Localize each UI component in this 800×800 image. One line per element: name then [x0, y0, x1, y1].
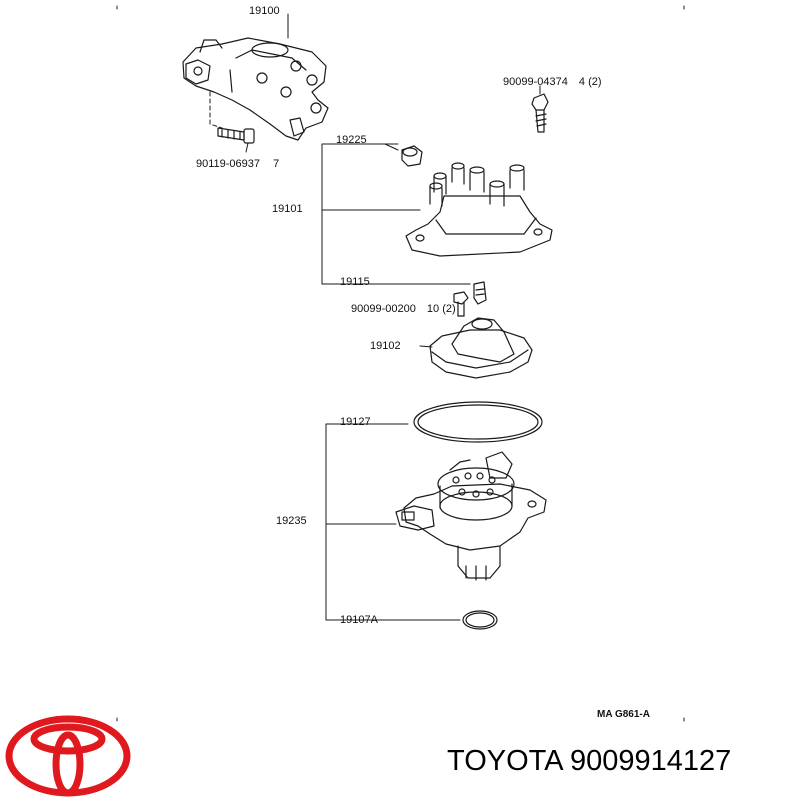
bolt-90119-06937-drawing: [217, 127, 255, 153]
bolt-90099-04374-drawing: [531, 85, 549, 133]
label-19107a: 19107A: [340, 614, 378, 626]
diagram-reference-code: MA G861-A: [597, 709, 650, 720]
label-screw-90099-00200: 90099-00200 10 (2): [351, 303, 456, 315]
label-bolt-90119-06937: 90119-06937 7: [196, 158, 279, 170]
label-bolt-90099-04374: 90099-04374 4 (2): [503, 76, 602, 88]
label-19127: 19127: [340, 416, 371, 428]
label-19101: 19101: [272, 203, 303, 215]
label-19100: 19100: [249, 5, 280, 17]
bolt-top-quantity: 4 (2): [578, 76, 602, 88]
bolt-top-part-number: 90099-04374: [503, 76, 568, 88]
screw-90099-00200-drawing: [453, 291, 469, 317]
assembly-leader-dashed: [209, 91, 223, 129]
screw-quantity: 10 (2): [426, 303, 456, 315]
bolt-left-quantity: 7: [273, 158, 280, 170]
housing-19235-drawing: [395, 451, 547, 581]
label-19235: 19235: [276, 515, 307, 527]
grommet-19225-drawing: [401, 145, 423, 167]
screw-part-number: 90099-00200: [351, 303, 416, 315]
toyota-logo: [5, 715, 131, 797]
label-19115: 19115: [340, 276, 370, 288]
distributor-assembly-drawing: [182, 13, 329, 141]
brand-part-number: TOYOTA 9009914127: [447, 745, 732, 777]
brush-19115-drawing: [381, 281, 487, 305]
label-19102: 19102: [370, 340, 401, 352]
bracket-upper: [321, 143, 399, 285]
oring-19127-drawing: [413, 401, 543, 443]
registration-ticks: [116, 5, 685, 722]
bolt-left-part-number: 90119-06937: [196, 158, 261, 170]
label-19225: 19225: [336, 134, 367, 146]
bracket-lower: [325, 423, 461, 621]
oring-19107a-drawing: [462, 610, 498, 630]
rotor-19102-drawing: [419, 317, 533, 379]
distributor-cap-19101-drawing: [405, 162, 553, 257]
